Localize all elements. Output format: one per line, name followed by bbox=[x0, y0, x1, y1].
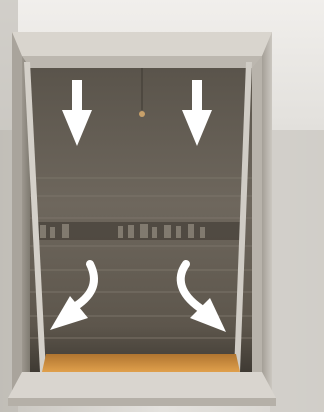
frame-right bbox=[262, 32, 272, 404]
wall-right-shadow bbox=[270, 130, 324, 412]
frame-left bbox=[12, 32, 22, 404]
reveal-top bbox=[22, 56, 262, 68]
floor bbox=[42, 354, 240, 372]
window-sill bbox=[8, 372, 276, 398]
reveal-right bbox=[252, 56, 262, 392]
sill-edge bbox=[8, 398, 276, 406]
frame-top bbox=[12, 32, 272, 56]
shelf-items bbox=[40, 224, 205, 238]
pendant-light bbox=[139, 111, 145, 117]
